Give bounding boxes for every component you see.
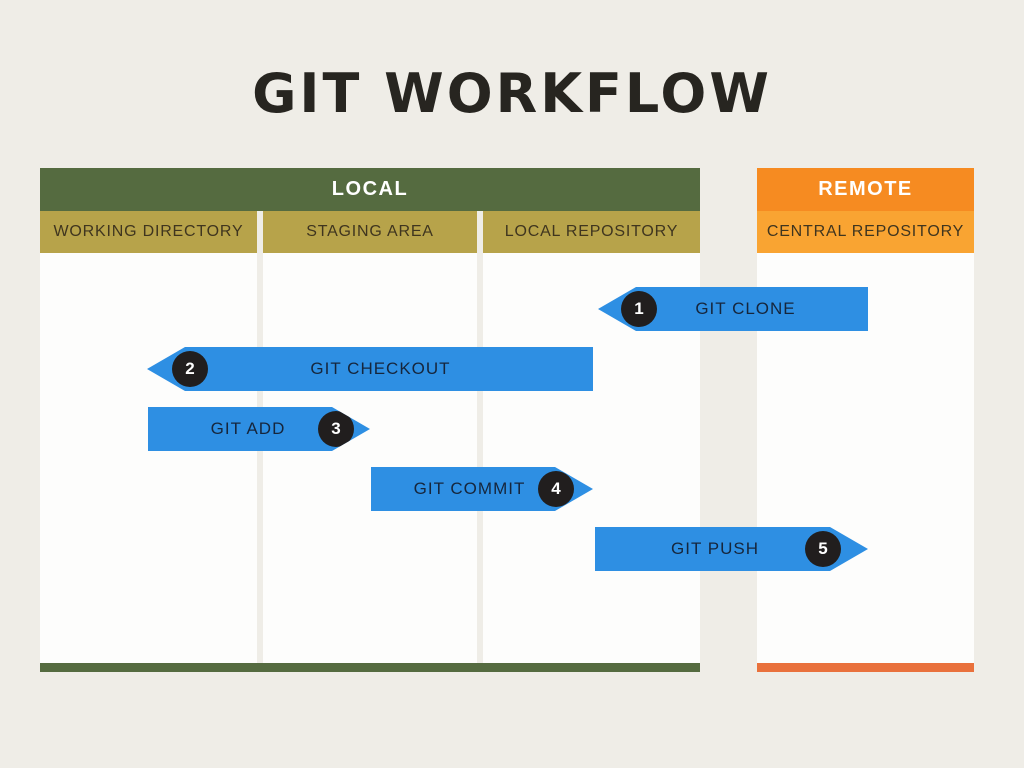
step-number-badge: 2 bbox=[172, 351, 208, 387]
column-header-working-directory: WORKING DIRECTORY bbox=[40, 211, 257, 253]
step-arrow-git-checkout: 2 GIT CHECKOUT bbox=[147, 347, 593, 391]
page-title: GIT WORKFLOW bbox=[252, 62, 772, 125]
column-body-working-directory bbox=[40, 253, 257, 663]
step-number-badge: 3 bbox=[318, 411, 354, 447]
step-label: GIT PUSH bbox=[671, 539, 759, 558]
local-group-header: LOCAL bbox=[40, 168, 700, 211]
step-label: GIT CHECKOUT bbox=[310, 359, 451, 378]
step-label: GIT ADD bbox=[210, 419, 286, 438]
column-header-local-repository: LOCAL REPOSITORY bbox=[483, 211, 700, 253]
column-header-staging-area: STAGING AREA bbox=[263, 211, 477, 253]
remote-group-header: REMOTE bbox=[757, 168, 974, 211]
column-header-central-repository: CENTRAL REPOSITORY bbox=[757, 211, 974, 253]
step-label: GIT COMMIT bbox=[413, 479, 526, 498]
step-arrow-git-commit: GIT COMMIT 4 bbox=[371, 467, 593, 511]
step-arrow-git-push: GIT PUSH 5 bbox=[595, 527, 868, 571]
column-body-staging-area bbox=[263, 253, 477, 663]
step-number-badge: 5 bbox=[805, 531, 841, 567]
local-bottom-bar bbox=[40, 663, 700, 672]
step-number-badge: 1 bbox=[621, 291, 657, 327]
step-number-badge: 4 bbox=[538, 471, 574, 507]
step-label: GIT CLONE bbox=[695, 299, 796, 318]
remote-bottom-bar bbox=[757, 663, 974, 672]
step-arrow-git-clone: 1 GIT CLONE bbox=[598, 287, 868, 331]
step-arrow-git-add: GIT ADD 3 bbox=[148, 407, 370, 451]
